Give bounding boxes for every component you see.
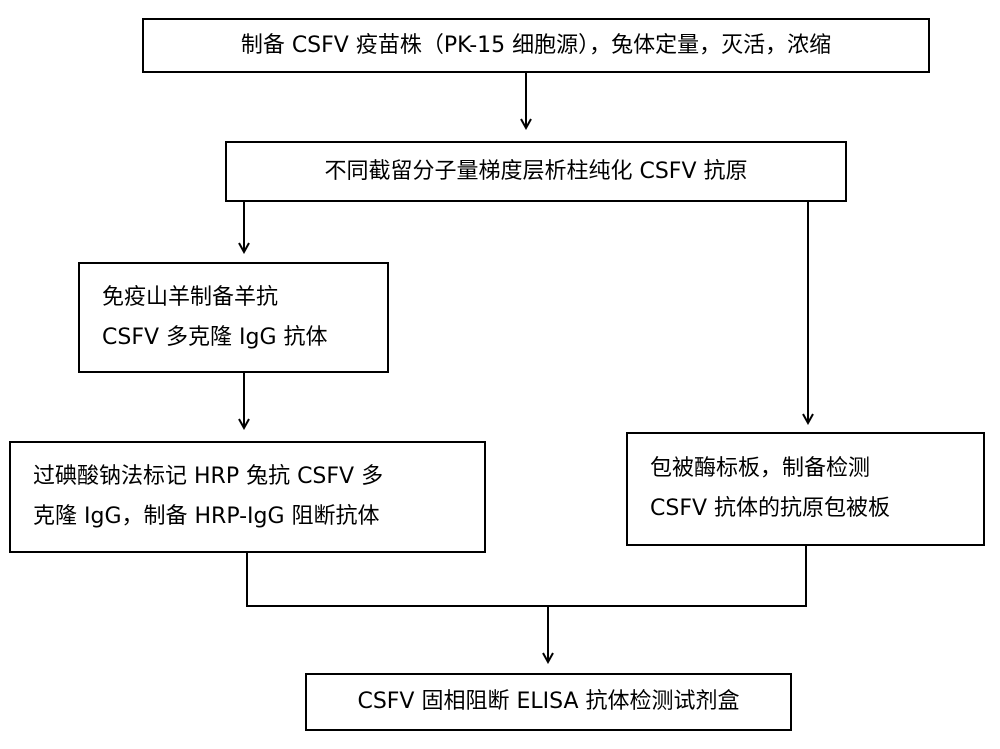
step-coat-plate-line-2: CSFV 抗体的抗原包被板 <box>650 496 891 521</box>
step-prepare-vaccine-text: 制备 CSFV 疫苗株（PK-15 细胞源），兔体定量，灭活，浓缩 <box>240 32 832 58</box>
step-goat-antibody: 免疫山羊制备羊抗 CSFV 多克隆 IgG 抗体 <box>78 262 389 373</box>
step-goat-antibody-line-2: CSFV 多克隆 IgG 抗体 <box>102 324 328 350</box>
step-coat-plate: 包被酶标板，制备检测 CSFV 抗体的抗原包被板 <box>626 432 985 546</box>
step-kit: CSFV 固相阻断 ELISA 抗体检测试剂盒 <box>305 673 792 731</box>
step-hrp-label-line-2: 克隆 IgG，制备 HRP-IgG 阻断抗体 <box>33 504 380 529</box>
merge-connector <box>246 546 807 607</box>
step-purify-antigen: 不同截留分子量梯度层析柱纯化 CSFV 抗原 <box>225 141 847 202</box>
step-prepare-vaccine: 制备 CSFV 疫苗株（PK-15 细胞源），兔体定量，灭活，浓缩 <box>142 18 930 73</box>
step-goat-antibody-line-1: 免疫山羊制备羊抗 <box>102 284 279 310</box>
step-hrp-label-line-1: 过碘酸钠法标记 HRP 兔抗 CSFV 多 <box>33 464 384 489</box>
step-hrp-label: 过碘酸钠法标记 HRP 兔抗 CSFV 多 克隆 IgG，制备 HRP-IgG … <box>9 441 486 553</box>
step-kit-text: CSFV 固相阻断 ELISA 抗体检测试剂盒 <box>357 689 740 714</box>
step-purify-antigen-text: 不同截留分子量梯度层析柱纯化 CSFV 抗原 <box>324 158 748 184</box>
step-coat-plate-line-1: 包被酶标板，制备检测 <box>650 456 871 481</box>
